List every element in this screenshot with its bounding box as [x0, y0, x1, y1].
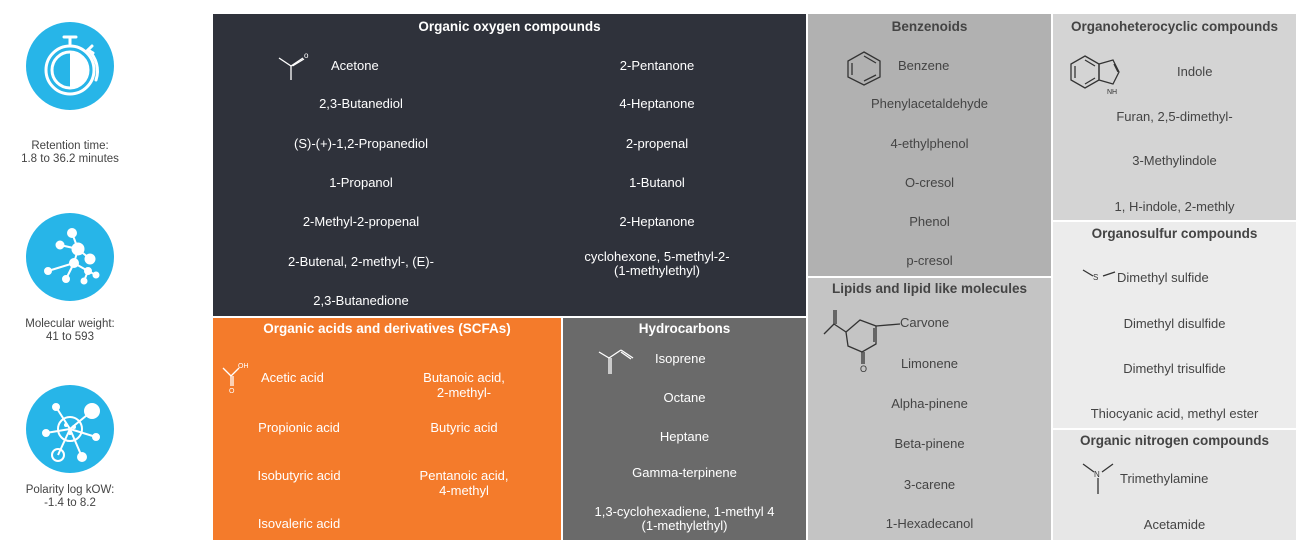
compound-propanol: 1-Propanol	[329, 175, 393, 190]
trimethylamine-structure-icon: N	[1082, 463, 1114, 494]
compound-acetic-acid: Acetic acid	[261, 370, 324, 385]
compound-phenylacetaldehyde: Phenylacetaldehyde	[870, 96, 989, 111]
compound-p-cresol: p-cresol	[906, 253, 953, 268]
stat-retention-value: 1.8 to 36.2 minutes	[21, 153, 119, 165]
carvone-structure-icon: O	[823, 310, 901, 374]
stat-molecular-weight-value: 41 to 593	[46, 331, 94, 343]
group-benzenoids-title: Benzenoids	[891, 19, 968, 34]
nitrogen-atom-label: N	[1094, 470, 1100, 479]
compound-carvone: Carvone	[900, 315, 950, 330]
stat-retention-label: Retention time:	[31, 140, 109, 152]
group-sulfur-title: Organosulfur compounds	[1091, 226, 1258, 241]
acetic-acid-structure-icon: OH O	[222, 363, 249, 395]
group-acids: Organic acids and derivatives (SCFAs) OH…	[213, 318, 561, 540]
compound-isoprene: Isoprene	[655, 351, 706, 366]
compound-cyclohexone: cyclohexone, 5-methyl-2-	[584, 249, 730, 264]
group-nitrogen: Organic nitrogen compounds N Trimethylam…	[1053, 430, 1296, 540]
compound-trimethylamine: Trimethylamine	[1120, 471, 1209, 486]
group-oxygen: Organic oxygen compounds o Acetone 2,3-B…	[213, 14, 806, 316]
stopwatch-icon	[26, 22, 114, 110]
compound-3-carene: 3-carene	[903, 477, 956, 492]
compound-methyl-propenal: 2-Methyl-2-propenal	[302, 214, 420, 229]
compound-propionic-acid: Propionic acid	[258, 420, 340, 435]
compound-furan: Furan, 2,5-dimethyl-	[1116, 109, 1233, 124]
svg-text:o: o	[304, 51, 309, 60]
compound-dimethyl-disulfide: Dimethyl disulfide	[1123, 316, 1226, 331]
compound-pentanoic-acid-cont: 4-methyl	[439, 483, 489, 498]
compound-butanedione: 2,3-Butanedione	[313, 293, 409, 308]
svg-text:O: O	[860, 364, 867, 374]
compound-butanoic-acid: Butanoic acid,	[423, 370, 505, 385]
compound-dimethyl-trisulfide: Dimethyl trisulfide	[1123, 361, 1226, 376]
compound-acetone: Acetone	[331, 58, 379, 73]
compound-indole: Indole	[1177, 64, 1213, 79]
compound-heptane: Heptane	[659, 429, 710, 444]
compound-thiocyanic-acid: Thiocyanic acid, methyl ester	[1090, 406, 1259, 421]
compound-butenal: 2-Butenal, 2-methyl-, (E)-	[288, 254, 434, 269]
molecule-icon	[26, 213, 114, 301]
acetic-acid-o-label: O	[229, 388, 235, 395]
compound-beta-pinene: Beta-pinene	[894, 436, 965, 451]
compound-isobutyric-acid: Isobutyric acid	[257, 468, 341, 483]
group-sulfur: Organosulfur compounds S Dimethyl sulfid…	[1053, 222, 1296, 428]
stat-molecular-weight-label: Molecular weight:	[25, 318, 115, 330]
group-lipids: Lipids and lipid like molecules O Carvon…	[808, 278, 1051, 540]
stat-polarity-label: Polarity log kOW:	[25, 484, 115, 496]
compound-dimethyl-sulfide: Dimethyl sulfide	[1117, 270, 1209, 285]
indole-structure-icon: NH	[1070, 55, 1120, 96]
acetone-structure-icon: o	[278, 51, 309, 80]
compound-heptanone-2: 2-Heptanone	[619, 214, 695, 229]
network-icon	[26, 385, 114, 473]
compound-cyclohexadiene: 1,3-cyclohexadiene, 1-methyl 4	[594, 504, 775, 519]
compound-hexadecanol: 1-Hexadecanol	[885, 516, 974, 531]
compound-octane: Octane	[663, 390, 706, 405]
stat-polarity-value: -1.4 to 8.2	[44, 497, 96, 509]
group-hydrocarbons: Hydrocarbons Isoprene Octane Heptane Gam…	[563, 318, 806, 540]
compound-butanediol: 2,3-Butanediol	[319, 96, 403, 111]
compound-o-cresol: O-cresol	[904, 175, 955, 190]
compound-cyclohexadiene-cont: (1-methylethyl)	[641, 518, 728, 533]
indole-nh-label: NH	[1107, 89, 1117, 96]
compound-acetamide: Acetamide	[1143, 517, 1206, 532]
group-heterocyclic: Organoheterocyclic compounds NH Indole F…	[1053, 14, 1296, 220]
compound-indole-methyl: 1, H-indole, 2-methly	[1114, 199, 1235, 214]
compound-benzene: Benzene	[898, 58, 950, 73]
group-acids-title: Organic acids and derivatives (SCFAs)	[263, 321, 511, 336]
acetic-acid-oh-label: OH	[238, 363, 249, 370]
sulfur-atom-label: S	[1093, 273, 1098, 282]
group-benzenoids: Benzenoids Benzene Phenylacetaldehyde 4-…	[808, 14, 1051, 276]
group-heterocyclic-title: Organoheterocyclic compounds	[1070, 19, 1279, 34]
group-oxygen-title: Organic oxygen compounds	[418, 19, 601, 34]
compound-isovaleric-acid: Isovaleric acid	[257, 516, 341, 531]
compound-heptanone-4: 4-Heptanone	[619, 96, 695, 111]
compound-butanoic-acid-cont: 2-methyl-	[436, 385, 492, 400]
group-lipids-title: Lipids and lipid like molecules	[831, 281, 1028, 296]
compound-gamma-terpinene: Gamma-terpinene	[632, 465, 737, 480]
compound-cyclohexone-cont: (1-methylethyl)	[614, 263, 700, 278]
compound-propenal: 2-propenal	[625, 136, 689, 151]
compound-propanediol: (S)-(+)-1,2-Propanediol	[293, 136, 429, 151]
compound-alpha-pinene: Alpha-pinene	[891, 396, 968, 411]
compound-butanol: 1-Butanol	[629, 175, 685, 190]
group-nitrogen-title: Organic nitrogen compounds	[1079, 433, 1269, 448]
compound-limonene: Limonene	[900, 356, 959, 371]
isoprene-structure-icon	[598, 349, 634, 374]
compound-pentanone: 2-Pentanone	[619, 58, 695, 73]
compound-pentanoic-acid: Pentanoic acid,	[419, 468, 509, 483]
compound-butyric-acid: Butyric acid	[430, 420, 498, 435]
compound-ethylphenol: 4-ethylphenol	[890, 136, 969, 151]
group-hydrocarbons-title: Hydrocarbons	[638, 321, 731, 336]
compound-phenol: Phenol	[909, 214, 950, 229]
dimethyl-sulfide-structure-icon: S	[1082, 269, 1116, 282]
compound-methylindole: 3-Methylindole	[1132, 153, 1217, 168]
benzene-structure-icon	[847, 51, 881, 86]
